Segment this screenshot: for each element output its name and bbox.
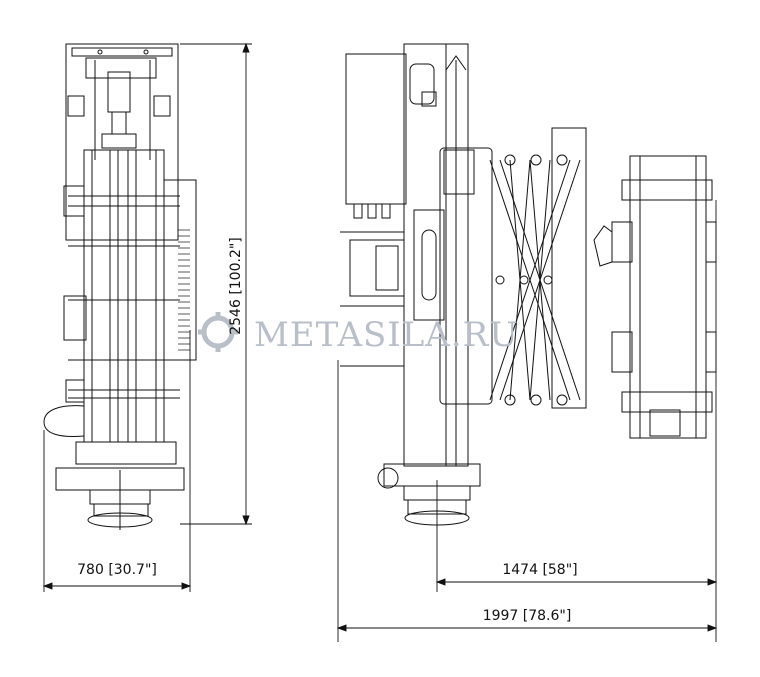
dimension-lines <box>42 42 718 642</box>
gear-logo-icon <box>198 312 238 352</box>
overall-dimension-label: 1997 [78.6"] <box>483 608 572 624</box>
watermark-text: METASILA.RU <box>254 315 519 355</box>
watermark: METASILA.RU <box>198 312 519 355</box>
height-dimension-label: 2546 [100.2"] <box>228 237 244 335</box>
reach-dimension-label: 1474 [58"] <box>502 562 577 578</box>
right-front-view <box>340 43 717 526</box>
scissor-arm <box>489 154 581 406</box>
left-side-view <box>43 43 197 530</box>
side-width-dimension-label: 780 [30.7"] <box>77 562 157 578</box>
